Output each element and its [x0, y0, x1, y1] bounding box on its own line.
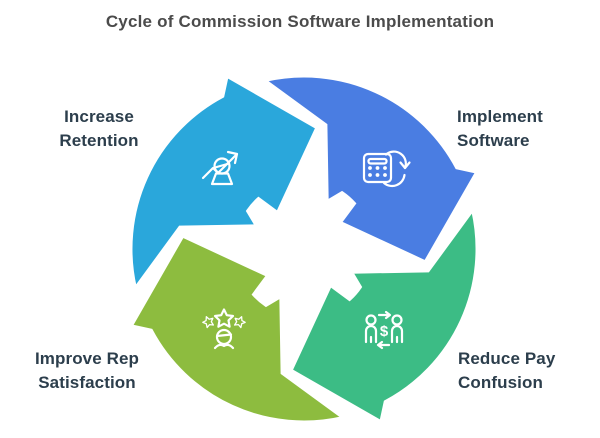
label-line: Software [457, 131, 530, 150]
people-pay-icon: $ [364, 310, 404, 350]
segment-arrow-increase-retention [129, 73, 319, 292]
page-title: Cycle of Commission Software Implementat… [105, 12, 495, 31]
label-line: Confusion [458, 373, 543, 392]
label-improve-rep-satisfaction: Improve Rep Satisfaction [16, 347, 158, 395]
dollar-sign-glyph: $ [380, 323, 389, 340]
label-reduce-pay-confusion: Reduce Pay Confusion [458, 347, 598, 395]
star-person-icon [202, 308, 246, 350]
label-implement-software: Implement Software [457, 105, 597, 153]
label-line: Satisfaction [38, 373, 136, 392]
label-line: Retention [59, 131, 139, 150]
calculator-sync-icon [362, 150, 411, 188]
label-line: Implement [457, 107, 543, 126]
label-increase-retention: Increase Retention [28, 105, 170, 153]
segment-arrow-improve-rep-satisfaction [128, 234, 347, 424]
label-line: Increase [64, 107, 134, 126]
label-line: Reduce Pay [458, 349, 556, 368]
growth-person-icon [201, 150, 239, 186]
label-line: Improve Rep [34, 349, 140, 368]
